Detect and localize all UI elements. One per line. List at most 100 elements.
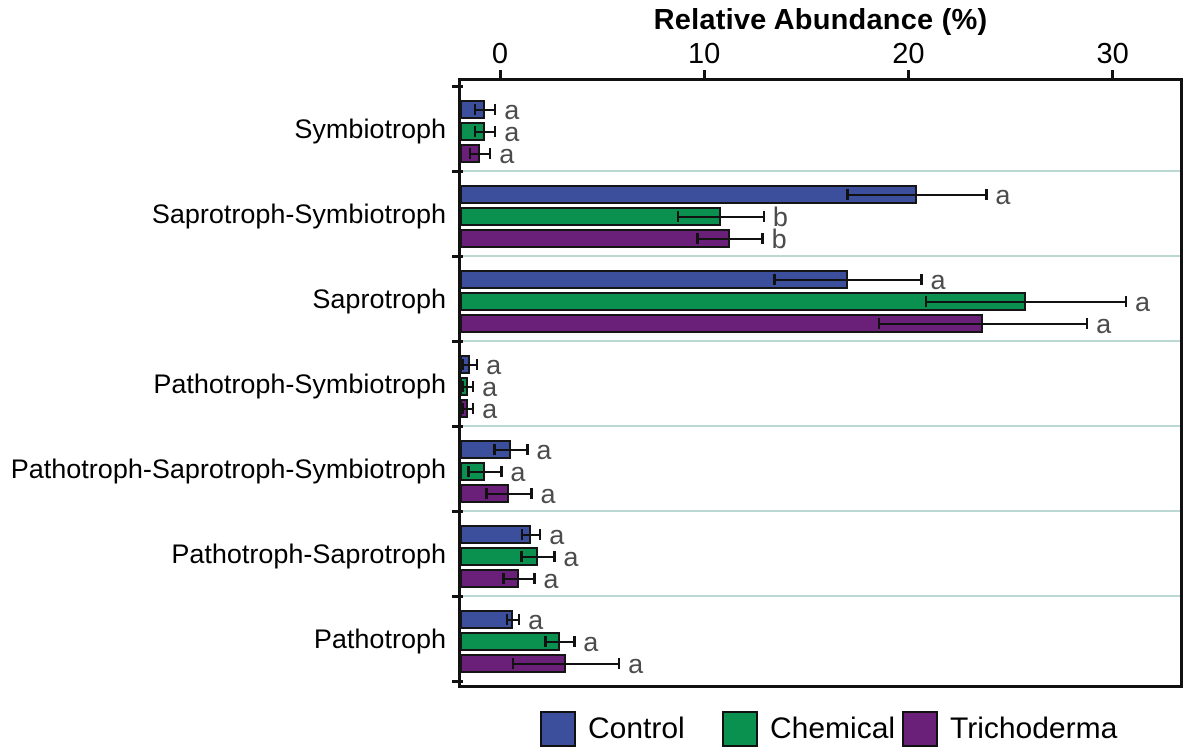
significance-letter: a: [510, 456, 526, 487]
error-bar: [494, 448, 528, 451]
error-bar-cap: [573, 636, 576, 647]
error-bar-cap: [530, 488, 533, 499]
x-axis-tick-label: 30: [1096, 38, 1129, 70]
error-bar-cap: [505, 614, 509, 625]
error-bar-cap: [473, 104, 477, 115]
error-bar-cap: [920, 274, 923, 285]
error-bar-cap: [493, 126, 497, 137]
error-bar-cap: [553, 551, 556, 562]
error-bar: [462, 407, 474, 410]
error-bar: [503, 577, 535, 580]
bar-trichoderma: [460, 229, 730, 248]
legend-swatch-trichoderma: [902, 711, 938, 747]
significance-letter: a: [628, 648, 644, 679]
error-bar-cap: [485, 488, 488, 499]
error-bar-cap: [773, 274, 776, 285]
y-axis-tick: [452, 169, 463, 173]
error-bar-cap: [526, 444, 529, 455]
error-bar: [847, 193, 987, 196]
significance-letter: a: [504, 94, 520, 125]
error-bar-cap: [544, 636, 547, 647]
row-separator-line: [461, 170, 1180, 172]
row-separator-line: [461, 425, 1180, 427]
category-label: Symbiotroph: [294, 113, 446, 144]
error-bar: [521, 555, 555, 558]
y-axis-tick: [452, 509, 463, 513]
error-bar-cap: [617, 658, 621, 669]
error-bar-cap: [696, 233, 699, 244]
error-bar-cap: [1124, 296, 1128, 307]
error-bar-cap: [493, 104, 497, 115]
error-bar-cap: [502, 573, 505, 584]
plot-area: [458, 78, 1183, 688]
error-bar-cap: [520, 551, 523, 562]
error-bar-cap: [500, 466, 503, 477]
category-label: Pathotroph-Saprotroph-Symbiotroph: [10, 453, 446, 484]
legend-label-trichoderma: Trichoderma: [950, 712, 1118, 745]
x-axis-tick-label: 0: [491, 38, 509, 70]
x-axis-tick: [1111, 70, 1115, 79]
error-bar-cap: [520, 529, 524, 540]
significance-letter: a: [540, 478, 556, 509]
error-bar: [512, 662, 620, 665]
significance-letter: a: [482, 393, 498, 424]
error-bar: [697, 237, 763, 240]
significance-letter: a: [528, 604, 544, 635]
error-bar-cap: [846, 189, 849, 200]
error-bar-cap: [471, 403, 475, 414]
error-bar-cap: [517, 614, 521, 625]
error-bar-cap: [762, 211, 766, 222]
row-separator-line: [461, 510, 1180, 512]
significance-letter: a: [543, 563, 559, 594]
x-axis-title: Relative Abundance (%): [653, 4, 988, 36]
error-bar-cap: [461, 381, 465, 392]
error-bar: [462, 385, 474, 388]
error-bar: [469, 152, 491, 155]
error-bar: [474, 130, 496, 133]
error-bar-cap: [468, 148, 472, 159]
error-bar: [678, 215, 764, 218]
error-bar-cap: [511, 658, 515, 669]
y-axis-tick: [452, 424, 463, 428]
error-bar: [545, 640, 575, 643]
error-bar-cap: [538, 529, 542, 540]
x-axis-tick-label: 20: [892, 38, 925, 70]
error-bar: [462, 363, 478, 366]
error-bar: [486, 492, 532, 495]
category-label: Pathotroph-Saprotroph: [171, 538, 446, 569]
significance-letter: b: [772, 201, 788, 232]
significance-letter: a: [536, 434, 552, 465]
row-separator-line: [461, 340, 1180, 342]
error-bar: [468, 470, 502, 473]
significance-letter: a: [995, 179, 1011, 210]
error-bar: [506, 618, 520, 621]
category-label: Pathotroph-Symbiotroph: [153, 368, 446, 399]
significance-letter: a: [504, 116, 520, 147]
error-bar-cap: [488, 148, 492, 159]
error-bar-cap: [493, 444, 496, 455]
legend-swatch-chemical: [722, 711, 758, 747]
error-bar-cap: [985, 189, 988, 200]
row-separator-line: [461, 595, 1180, 597]
error-bar-cap: [471, 381, 475, 392]
error-bar-cap: [533, 573, 536, 584]
error-bar: [878, 322, 1088, 325]
error-bar-cap: [473, 126, 477, 137]
y-axis-tick: [452, 84, 463, 88]
x-axis-tick-label: 10: [688, 38, 721, 70]
x-axis-tick: [498, 70, 502, 79]
legend-swatch-control: [540, 711, 576, 747]
error-bar-cap: [676, 211, 680, 222]
error-bar-cap: [761, 233, 764, 244]
significance-letter: b: [771, 223, 787, 254]
error-bar-cap: [877, 318, 881, 329]
y-axis-tick: [452, 679, 463, 683]
significance-letter: a: [583, 626, 599, 657]
significance-letter: a: [549, 519, 565, 550]
row-separator-line: [461, 255, 1180, 257]
category-label: Saprotroph: [312, 283, 446, 314]
y-axis-tick: [452, 339, 463, 343]
significance-letter: a: [1096, 308, 1112, 339]
significance-letter: a: [486, 349, 502, 380]
